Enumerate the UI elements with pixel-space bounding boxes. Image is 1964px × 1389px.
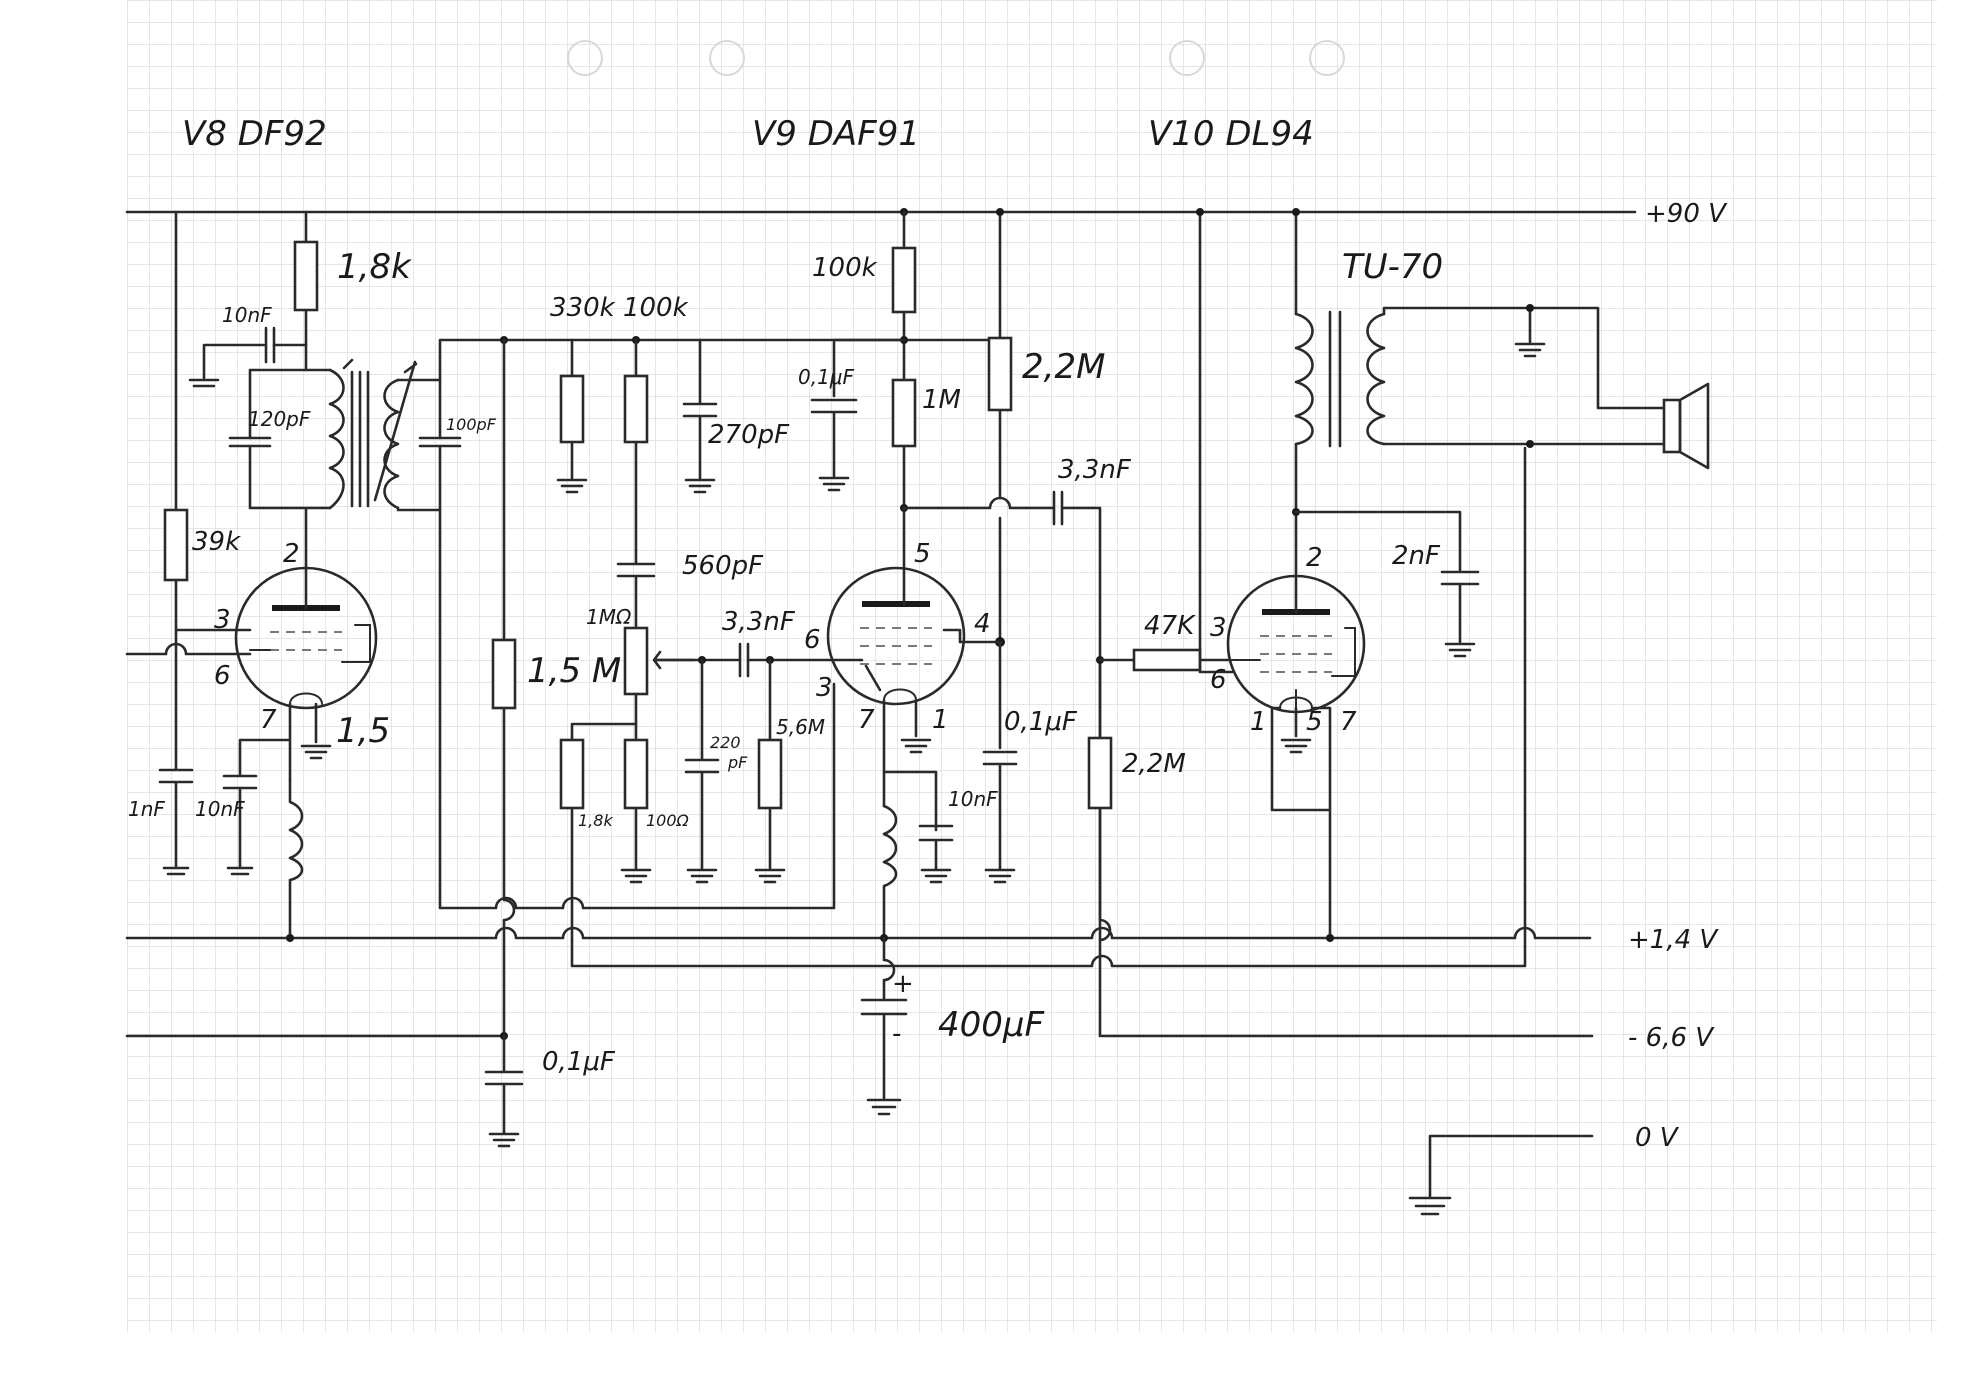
label-2M2-top: 2,2M	[1022, 347, 1105, 387]
rail-zero: 0 V	[1408, 1123, 1680, 1216]
tube-label-v10: V10 DL94	[1148, 114, 1314, 154]
label-10nF-b: 10nF	[195, 797, 245, 821]
rail-plus14: +1,4 V	[125, 925, 1719, 955]
v9-pin-f7: 7	[858, 705, 875, 735]
v8-stage: 39k 1,8k 10nF 120pF 100pF 2 3 6 7 1	[125, 210, 1002, 942]
volume-potentiometer[interactable]	[623, 626, 649, 696]
v9-pin-plate: 5	[914, 539, 931, 569]
label-1M5: 1,5 M	[527, 651, 621, 691]
resistor-2M2-low	[1087, 736, 1113, 810]
v10-pin-plate: 2	[1306, 543, 1323, 573]
label-2M2-low: 2,2M	[1122, 749, 1186, 779]
label-330k-100k: 330k 100k	[550, 293, 689, 323]
resistor-39k	[163, 508, 189, 582]
transformer-primary	[1294, 312, 1314, 446]
v8-pin-g1: 3	[214, 605, 231, 635]
label-400uF-minus: -	[892, 1019, 901, 1049]
transformer-secondary	[1366, 312, 1386, 446]
label-1k8-low: 1,8k	[578, 811, 613, 830]
label-pot-1M: 1MΩ	[586, 605, 632, 629]
label-2nF: 2nF	[1392, 541, 1441, 571]
detector-network: 330k 100k 270pF 1,5 M 0,1μF 560pF 1MΩ 1,…	[438, 293, 1527, 1148]
label-220pF-b: pF	[727, 753, 748, 772]
label-400uF: 400μF	[938, 1005, 1045, 1045]
resistor-5M6	[757, 738, 783, 810]
label-100pF: 100pF	[446, 415, 497, 434]
v8-pin-plate: 2	[283, 539, 300, 569]
v9-pin-g1: 6	[804, 625, 821, 655]
v9-pin-g2: 4	[974, 609, 991, 639]
label-120pF: 120pF	[248, 407, 311, 431]
if-coil-primary	[328, 368, 345, 510]
resistor-330k	[559, 374, 585, 444]
label-560pF: 560pF	[682, 551, 764, 581]
loudspeaker-icon	[1662, 382, 1710, 470]
resistor-1k8-top	[293, 240, 319, 312]
tube-v9-envelope	[826, 566, 966, 706]
v8-pin-g2: 6	[214, 661, 231, 691]
label-1M: 1M	[922, 385, 961, 415]
label-10nF-c: 10nF	[948, 787, 998, 811]
label-1k8-top: 1,8k	[337, 247, 412, 287]
binder-holes	[567, 40, 1345, 76]
label-100ohm: 100Ω	[646, 811, 690, 830]
rail-label-plus90: +90 V	[1645, 199, 1728, 229]
rail-minus66: - 6,6 V	[125, 1023, 1715, 1053]
graph-paper	[127, 0, 1937, 1332]
label-5M6: 5,6M	[776, 715, 825, 739]
label-0u1-c: 0,1μF	[542, 1047, 616, 1077]
resistor-1k8-low	[559, 738, 585, 810]
resistor-1M	[891, 378, 917, 448]
v10-pin-g2: 6	[1210, 665, 1227, 695]
v10-pin-f7: 7	[1340, 707, 1357, 737]
v9-pin-f1: 1	[932, 705, 949, 735]
label-transformer: TU-70	[1342, 247, 1443, 287]
rail-label-plus14: +1,4 V	[1628, 925, 1719, 955]
label-270pF: 270pF	[708, 420, 790, 450]
label-3n3-a: 3,3nF	[722, 607, 796, 637]
label-47k: 47K	[1144, 611, 1196, 641]
label-3n3-b: 3,3nF	[1058, 455, 1132, 485]
resistor-100ohm	[623, 738, 649, 810]
resistor-100k-det	[623, 374, 649, 444]
v9-pin-f3: 3	[816, 673, 833, 703]
label-0u1-a: 0,1μF	[798, 365, 855, 389]
if-coil-secondary	[383, 378, 400, 510]
label-400uF-plus: +	[892, 969, 914, 999]
resistor-47k	[1132, 648, 1202, 672]
v10-pin-g1: 3	[1210, 613, 1227, 643]
tube-label-v9: V9 DAF91	[752, 114, 920, 154]
label-0u1-b: 0,1μF	[1004, 707, 1078, 737]
rail-plus90: +90 V	[125, 199, 1728, 229]
v10-pin-f5: 5	[1306, 707, 1323, 737]
resistor-2M2-top	[987, 336, 1013, 412]
v9-stage: 100k 0,1μF 1M 3,3nF 2,2M 5 4 6 3 7 1	[798, 208, 1132, 1116]
rail-label-minus66: - 6,6 V	[1628, 1023, 1715, 1053]
label-100k: 100k	[812, 253, 878, 283]
tube-label-v8: V8 DF92	[182, 114, 327, 154]
label-39k: 39k	[192, 527, 241, 557]
label-10nF-a: 10nF	[222, 303, 272, 327]
label-220pF-a: 220	[710, 733, 741, 752]
v8-pin-f-minus: 7	[260, 705, 277, 735]
v10-stage: 2,2M 47K 2 3 6 1 5 7 2nF TU-70	[1087, 208, 1710, 942]
v10-pin-f1: 1	[1250, 707, 1267, 737]
label-1nF: 1nF	[128, 797, 165, 821]
v8-pin-f-plus: 1,5	[336, 711, 390, 751]
resistor-100k	[891, 246, 917, 314]
rail-label-zero: 0 V	[1635, 1123, 1680, 1153]
resistor-1M5	[491, 638, 517, 710]
